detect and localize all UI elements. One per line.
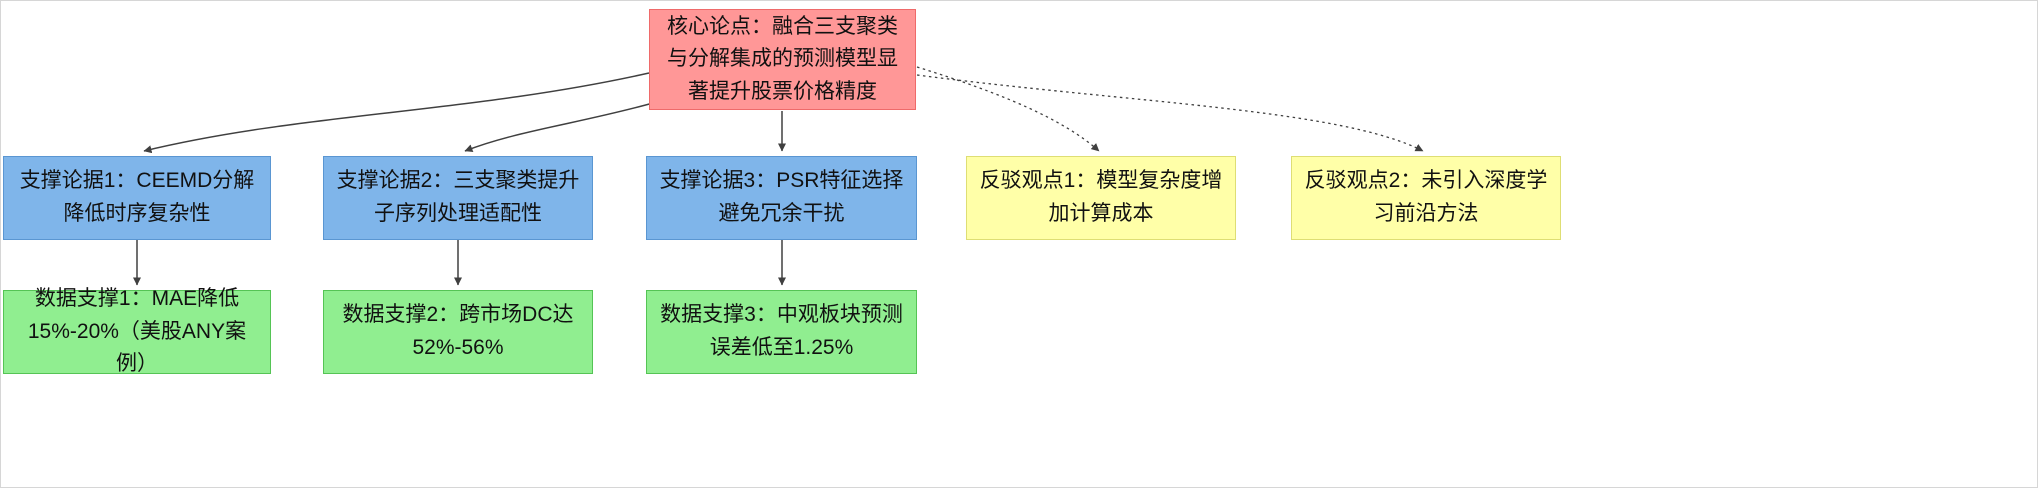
edge-root-rebuttal1 [916, 66, 1100, 152]
support-node-1: 支撑论据1：CEEMD分解降低时序复杂性 [3, 156, 271, 240]
edge-root-support2 [464, 102, 654, 152]
core-claim-node: 核心论点：融合三支聚类与分解集成的预测模型显著提升股票价格精度 [649, 9, 916, 110]
evidence-node-3: 数据支撑3：中观板块预测误差低至1.25% [646, 290, 917, 374]
edge-root-support1 [143, 72, 650, 154]
rebuttal-node-1: 反驳观点1：模型复杂度增加计算成本 [966, 156, 1236, 240]
support-node-2: 支撑论据2：三支聚类提升子序列处理适配性 [323, 156, 593, 240]
edge-root-rebuttal2 [916, 74, 1424, 152]
support-node-3: 支撑论据3：PSR特征选择避免冗余干扰 [646, 156, 917, 240]
evidence-node-2: 数据支撑2：跨市场DC达52%-56% [323, 290, 593, 374]
rebuttal-node-2: 反驳观点2：未引入深度学习前沿方法 [1291, 156, 1561, 240]
evidence-node-1: 数据支撑1：MAE降低15%-20%（美股ANY案例） [3, 287, 271, 375]
